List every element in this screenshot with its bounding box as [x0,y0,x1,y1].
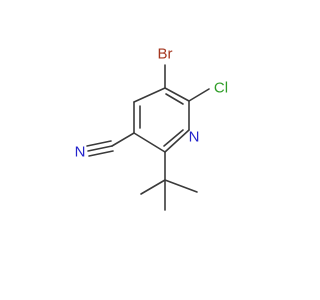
bond-tbu-methyl-right [164,179,198,193]
atom-label-nitrile-nitrogen: N [75,144,86,161]
bond-c6-cl [188,88,210,102]
bond-c3-cn [111,132,135,147]
atom-label-ring-nitrogen: N [189,129,200,146]
bond-nitrile-triple-3 [88,150,114,157]
atom-label-bromine: Br [158,46,173,63]
bond-c4-c5 [133,87,166,103]
molecule-structure-diagram: Br Cl N N [75,46,228,211]
bond-n1-c2 [164,129,190,153]
bond-nitrile-triple-2 [86,140,112,147]
bond-c2-c3 [133,132,166,153]
bond-nitrile-triple-1 [87,145,113,152]
bond-tbu-methyl-left [140,179,166,195]
bond-c5-c6-inner [165,93,184,105]
bond-c5-c6 [164,87,190,102]
atom-label-chlorine: Cl [214,80,228,97]
bond-n1-c2-inner [163,129,184,147]
